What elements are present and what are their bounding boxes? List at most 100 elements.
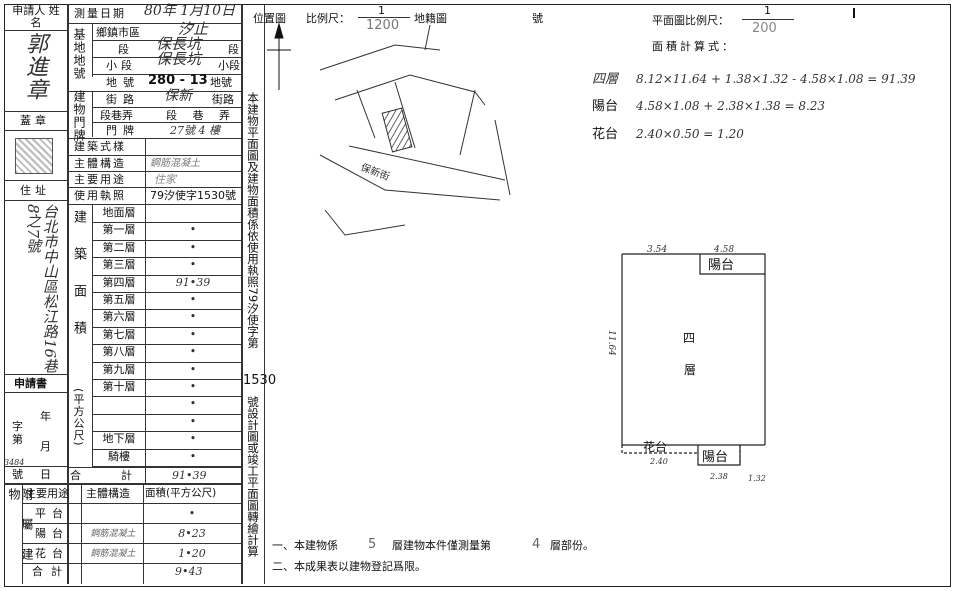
- subsection-suffix: 小段: [218, 59, 240, 72]
- annex-col-area: 面積(平方公尺): [145, 487, 217, 499]
- floor-row-name: 第三層: [102, 258, 136, 271]
- plan-scale-label: 平面圖比例尺：: [652, 14, 729, 27]
- calc-0-name: 四層: [592, 72, 619, 87]
- annex-row-use: 陽台: [35, 527, 69, 540]
- divider: [92, 449, 241, 450]
- floor-row-area: •: [189, 415, 197, 428]
- street-name-label: 保新街: [359, 161, 392, 183]
- divider: [358, 17, 410, 18]
- floor-row-name: 第四層: [102, 276, 136, 289]
- divider: [264, 4, 265, 584]
- application-year-label: 年: [40, 410, 51, 423]
- door-label: 建物門牌: [72, 90, 86, 142]
- use-label: 主要用途: [74, 173, 126, 186]
- floor-row-name: 第五層: [102, 293, 136, 306]
- annex-side-label: 附屬建物: [7, 488, 34, 578]
- divider: [67, 4, 69, 584]
- floor-plan: [621, 253, 766, 466]
- floor-row-area: •: [189, 293, 197, 306]
- annex-row-area: •: [188, 507, 196, 520]
- floor-row-area: •: [189, 363, 197, 376]
- divider: [92, 292, 241, 293]
- plan-dim-side: 11.64: [606, 330, 616, 356]
- location-scale-label: 比例尺：: [306, 12, 350, 25]
- location-scale-num: 1: [378, 4, 385, 17]
- license-value: 79汐使字1530號: [150, 189, 236, 202]
- plan-dim-bottom-2: 2.38: [710, 472, 728, 481]
- divider: [92, 57, 241, 58]
- floor-row-area: •: [189, 397, 197, 410]
- divider: [92, 466, 241, 467]
- calc-2-formula: 2.40×0.50 = 1.20: [636, 127, 744, 141]
- annex-row-use: 平台: [35, 507, 69, 520]
- note-vertical-bottom: 號設計圖或竣工平面圖轉繪計算: [246, 396, 260, 557]
- note1-floors: 5: [368, 537, 377, 552]
- divider: [67, 91, 241, 92]
- landno-suffix: 地號: [210, 76, 232, 89]
- floor-row-name: 地下層: [102, 432, 136, 445]
- divider: [92, 107, 241, 108]
- plate-label: 門牌: [106, 124, 140, 137]
- lane-value: 段 巷 弄: [166, 109, 236, 122]
- license-label: 使用執照: [74, 189, 126, 202]
- divider: [22, 523, 241, 524]
- floor-row-name: 第十層: [102, 380, 136, 393]
- divider: [92, 414, 241, 415]
- divider: [67, 204, 241, 205]
- divider: [67, 187, 241, 188]
- annex-row-struct: 鋼筋混凝土: [90, 549, 136, 559]
- divider: [742, 19, 794, 20]
- street-suffix: 街路: [212, 93, 234, 106]
- location-label: 位置圖: [253, 12, 286, 25]
- floors-total-label: 合計: [70, 469, 172, 482]
- divider: [4, 392, 67, 393]
- cadastral-label: 地籍圖: [414, 12, 447, 25]
- use-value: 住家: [154, 173, 176, 186]
- divider: [92, 122, 241, 123]
- floors-unit-label: (平方公尺): [72, 388, 85, 447]
- street-value: 保新: [164, 88, 192, 104]
- divider: [92, 91, 93, 137]
- divider: [92, 379, 241, 380]
- section-label: 段: [118, 43, 129, 56]
- floor-row-area: •: [189, 450, 197, 463]
- floor-row-area: •: [189, 432, 197, 445]
- note2: 二、本成果表以建物登記爲限。: [272, 560, 426, 573]
- divider: [67, 467, 241, 468]
- survey-date-value: 80年 1月10日: [144, 3, 235, 19]
- application-stamp-number: 3484: [4, 458, 25, 467]
- divider: [143, 483, 144, 584]
- divider: [22, 503, 241, 504]
- divider: [22, 483, 23, 584]
- plan-scale-den: 200: [752, 21, 777, 36]
- annex-row-use: 花台: [35, 547, 69, 560]
- floor-row-name: 第六層: [102, 310, 136, 323]
- plan-scale-num: 1: [764, 4, 771, 17]
- cadastral-number-label: 號: [532, 12, 543, 25]
- divider: [4, 180, 67, 181]
- divider: [92, 344, 241, 345]
- section-suffix: 段: [228, 43, 239, 56]
- plan-balcony-label-2: 陽台: [702, 450, 729, 465]
- divider: [4, 111, 67, 112]
- plan-floor-label-1: 四: [683, 331, 696, 345]
- annex-col-use: 主要用途: [25, 487, 69, 500]
- divider: [92, 431, 241, 432]
- seal-label: 蓋章: [20, 114, 50, 127]
- calc-1-formula: 4.58×1.08 + 2.38×1.38 = 8.23: [636, 99, 826, 113]
- application-label: 申請書: [14, 377, 47, 390]
- plan-dim-bottom-3: 1.32: [748, 474, 766, 483]
- application-day-label: 日: [40, 468, 51, 481]
- floor-row-area: •: [189, 380, 197, 393]
- divider: [92, 222, 241, 223]
- divider: [67, 171, 241, 172]
- annex-col-struct: 主體構造: [86, 487, 130, 500]
- floor-row-name: 騎樓: [108, 450, 130, 463]
- structure-value: 鋼筋混凝土: [150, 158, 200, 169]
- divider: [92, 309, 241, 310]
- floors-total-value: 91•39: [172, 469, 207, 482]
- annex-row-area: 8•23: [178, 527, 206, 540]
- floor-row-name: 第二層: [102, 241, 136, 254]
- calc-1-name: 陽台: [592, 99, 619, 114]
- note1-floor: 4: [532, 537, 541, 552]
